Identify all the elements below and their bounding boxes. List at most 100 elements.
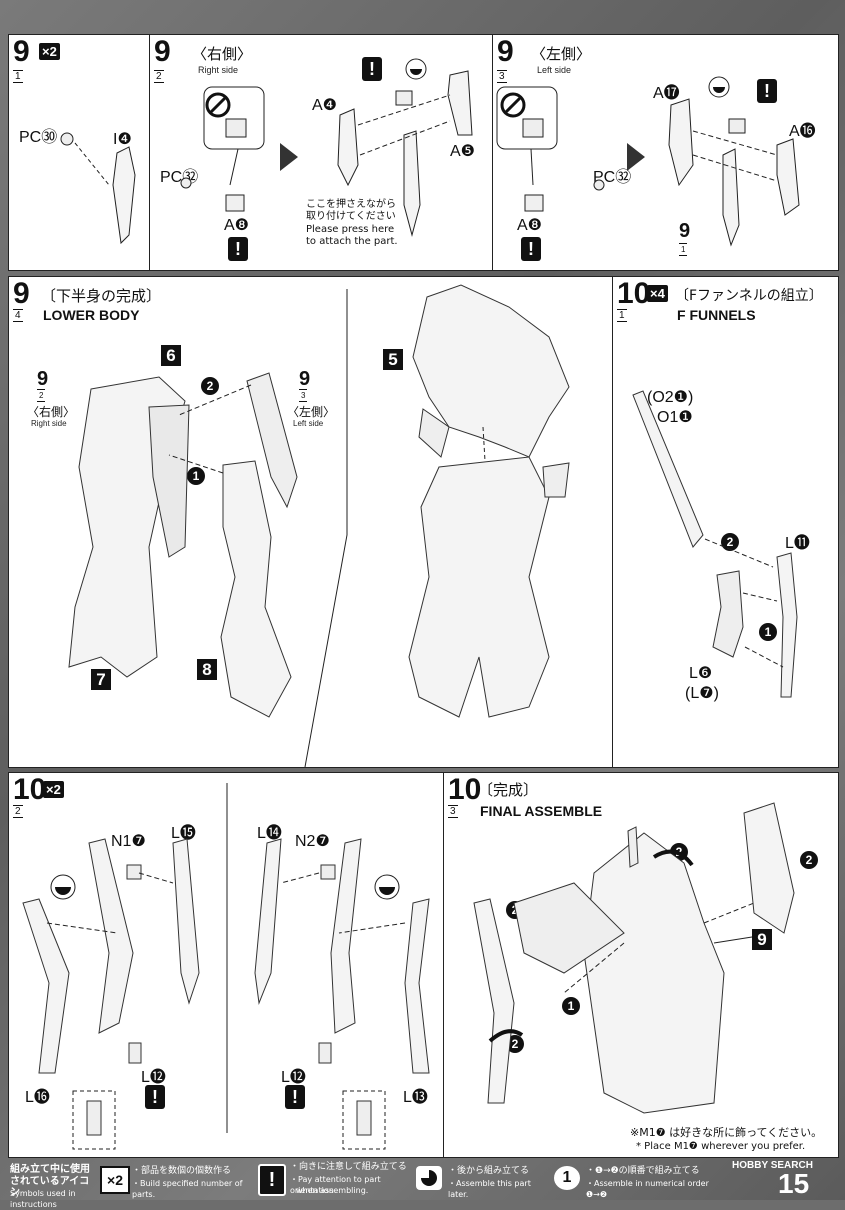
label-n2-7: N2❼: [295, 833, 330, 850]
legend-order-en: ・Assemble in numerical order ❶→❷: [586, 1179, 709, 1199]
step-number: 10: [448, 773, 482, 806]
legend-item-order: 1 ・❶→❷の順番で組み立てる ・Assemble in numerical o…: [554, 1158, 724, 1200]
ref-left-step: 9: [299, 368, 311, 390]
legend-order-jp: ・❶→❷の順番で組み立てる: [586, 1166, 700, 1176]
label-l13: L⓭: [403, 1089, 428, 1106]
legend-item-orientation: ! ・向きに注意して組み立てる ・Pay attention to part o…: [258, 1158, 408, 1200]
lower-body-illustration: [68, 284, 570, 767]
substep-number: 4: [13, 309, 23, 322]
callout-5: 5: [383, 349, 403, 370]
quantity-badge: ×4: [647, 285, 668, 302]
label-l15: L⓯: [171, 825, 196, 842]
legend-bar: 組み立て中に使用 されているアイコン Symbols used in instr…: [0, 1158, 845, 1209]
section-title-en: FINAL ASSEMBLE: [480, 803, 603, 819]
press-note-jp-2: 取り付けてください: [306, 211, 396, 222]
callout-9: 9: [752, 929, 772, 950]
option-label-2: O1❶: [657, 409, 693, 426]
ref-substep-number: 1: [679, 243, 688, 256]
legend-orientation-en-2: when assembling.: [296, 1186, 369, 1195]
label-l12-right: L⓬: [281, 1069, 306, 1086]
label-pc30: PC㉚: [19, 129, 58, 146]
legend-item-quantity: ×2 ・部品を数個の個数作る ・Build specified number o…: [100, 1158, 250, 1200]
funnel-illustration: [632, 390, 798, 698]
step-order-1: 1: [187, 467, 205, 485]
orientation-warning-icon: !: [285, 1085, 305, 1109]
ref-step-number: 9: [679, 220, 691, 242]
label-l14: L⓮: [257, 825, 282, 842]
side-title-en: Right side: [198, 65, 239, 75]
step-number: 9: [154, 35, 171, 68]
legend-warning-icon: !: [258, 1164, 286, 1196]
substep-number: 1: [13, 70, 23, 83]
step-order-2: 2: [721, 533, 739, 551]
ref-left-title-en: Left side: [293, 419, 324, 428]
legend-quantity-en: ・Build specified number of parts.: [132, 1179, 243, 1199]
step-number: 9: [497, 35, 514, 68]
orientation-warning-icon: !: [145, 1085, 165, 1109]
display-note-jp: ※M1❼ は好きな所に飾ってください。: [630, 1126, 823, 1139]
part-illustration: [180, 58, 473, 237]
panel-step-9-2: 9 〈右側〉 2 Right side PC㉜ A❽ ! A❹ A❺ ! ここを…: [149, 34, 494, 271]
panel-step-9-4: 9 〔下半身の完成〕 4 LOWER BODY 9 2 〈右側〉 Right s…: [8, 276, 614, 768]
label-a8: A❽: [517, 217, 543, 234]
panel-step-9-3: 9 〈左側〉 3 Left side PC㉜ A❽ ! A⓱ A⓰ ! 9 1: [492, 34, 839, 271]
legend-title-jp-2: されているアイコン: [10, 1176, 90, 1198]
substep-number: 2: [13, 805, 23, 818]
callout-6: 6: [161, 345, 181, 366]
legend-orientation-en-1: ・Pay attention to part orientation: [290, 1175, 381, 1195]
step-number: 9: [13, 35, 30, 68]
legend-title-jp-1: 組み立て中に使用: [10, 1164, 90, 1175]
panel-step-10-1: 10 ×4 〔Fファンネルの組立〕 1 F FUNNELS (O2❶) O1❶ …: [612, 276, 839, 768]
label-a16: A⓰: [789, 123, 816, 140]
label-a4: A❹: [312, 97, 338, 114]
label-l11: L⓫: [785, 535, 810, 552]
panel-step-9-1: 9 ×2 1 PC㉚ I❹: [8, 34, 151, 271]
legend-later-jp: ・後から組み立てる: [448, 1166, 530, 1176]
section-title-jp: 〔完成〕: [478, 781, 539, 799]
step-number: 10: [617, 277, 651, 310]
display-note-en: * Place M1❼ wherever you prefer.: [636, 1141, 806, 1152]
substep-number: 3: [497, 70, 507, 83]
callout-8: 8: [197, 659, 217, 680]
section-title-jp: 〔Fファンネルの組立〕: [675, 288, 823, 304]
label-i4: I❹: [113, 131, 132, 148]
ref-right-step: 9: [37, 368, 49, 390]
step-number: 10: [13, 773, 47, 806]
legend-order-icon: 1: [554, 1166, 580, 1190]
callout-7: 7: [91, 669, 111, 690]
ref-right-title: 〈右側〉: [27, 405, 76, 419]
quantity-badge: ×2: [39, 43, 60, 60]
legend-title: 組み立て中に使用 されているアイコン Symbols used in instr…: [10, 1158, 98, 1209]
label-a5: A❺: [450, 143, 476, 160]
panel-step-10-3: 10 〔完成〕 3 FINAL ASSEMBLE 9 2 2 2 2 1 1 ※…: [443, 772, 839, 1158]
half-circle-icon: [421, 1170, 437, 1186]
legend-quantity-jp: ・部品を数個の個数作る: [132, 1166, 232, 1176]
legend-orientation-jp: ・向きに注意して組み立てる: [290, 1162, 407, 1172]
part-illustration: [60, 132, 136, 245]
substep-number: 2: [154, 70, 164, 83]
side-title-en: Left side: [537, 65, 572, 75]
ref-right-title-en: Right side: [31, 419, 67, 428]
quantity-badge: ×2: [43, 781, 64, 798]
orientation-warning-icon: !: [521, 237, 541, 261]
legend-quantity-icon: ×2: [100, 1166, 130, 1194]
step-order-2-right: 2: [800, 851, 818, 869]
side-title: 〈右側〉: [192, 45, 253, 63]
option-label-1: (O2❶): [647, 389, 694, 406]
part-illustration: [496, 76, 800, 247]
press-note-en-2: to attach the part.: [306, 236, 398, 247]
ref-left-title: 〈左側〉: [287, 405, 336, 419]
substep-number: 3: [448, 805, 458, 818]
orientation-warning-icon: !: [362, 57, 382, 81]
label-l7: (L❼): [685, 685, 719, 702]
label-a8: A❽: [224, 217, 250, 234]
orientation-warning-icon: !: [757, 79, 777, 103]
legend-title-en: Symbols used in instructions: [10, 1189, 76, 1209]
label-n1-7: N1❼: [111, 833, 146, 850]
legend-later-en: ・Assemble this part later.: [448, 1179, 531, 1199]
brand-watermark: HOBBY SEARCH: [732, 1160, 813, 1171]
step-number: 9: [13, 277, 30, 310]
step-order-1: 1: [759, 623, 777, 641]
assemble-later-icon: [416, 1166, 442, 1190]
